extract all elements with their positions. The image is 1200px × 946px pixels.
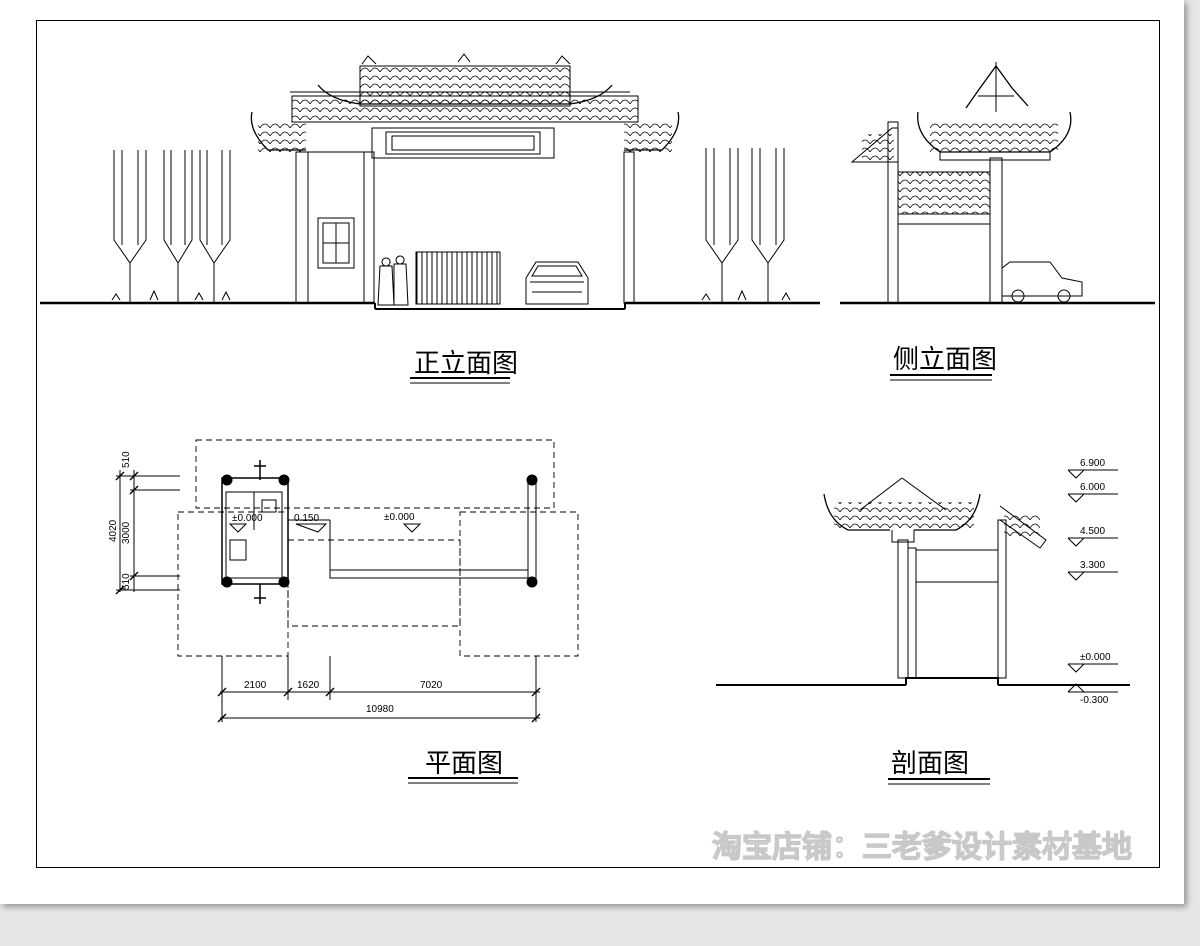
plan-dim-2: 1620 <box>297 680 320 691</box>
plan-title: 平面图 <box>425 749 503 779</box>
plan-level-main: ±0.000 <box>384 512 415 523</box>
plan-dim-total: 10980 <box>366 704 394 715</box>
plan-dim-3: 7020 <box>420 680 443 691</box>
plan-level-room2: ±0.000 <box>232 513 263 524</box>
side-elevation-title: 侧立面图 <box>893 345 997 375</box>
section-title: 剖面图 <box>891 749 969 779</box>
section-level-3: 4.500 <box>1080 526 1105 537</box>
plan-level-room: 0.150 <box>294 513 319 524</box>
plan-dim-left-1: 510 <box>121 451 132 468</box>
drawing-frame <box>36 20 1160 868</box>
section-level-2: 6.000 <box>1080 482 1105 493</box>
watermark-text: 淘宝店铺：三老爹设计素材基地 <box>712 830 1132 865</box>
section-level-4: 3.300 <box>1080 560 1105 571</box>
trees-right <box>705 148 785 303</box>
section-drawing <box>716 469 1130 693</box>
plan-dim-left-3: 510 <box>121 573 132 590</box>
side-elevation <box>840 62 1155 305</box>
front-elevation <box>40 53 820 310</box>
section-level-5: ±0.000 <box>1080 652 1111 663</box>
front-elevation-title: 正立面图 <box>414 349 518 379</box>
section-level-6: -0.300 <box>1080 695 1109 706</box>
plan-dim-left-total: 4020 <box>108 519 119 542</box>
trees-left <box>113 150 231 303</box>
plan-drawing <box>115 439 579 723</box>
plan-dim-left-2: 3000 <box>121 521 132 544</box>
plan-dim-1: 2100 <box>244 680 267 691</box>
title-underlines <box>408 374 992 785</box>
section-level-1: 6.900 <box>1080 458 1105 469</box>
